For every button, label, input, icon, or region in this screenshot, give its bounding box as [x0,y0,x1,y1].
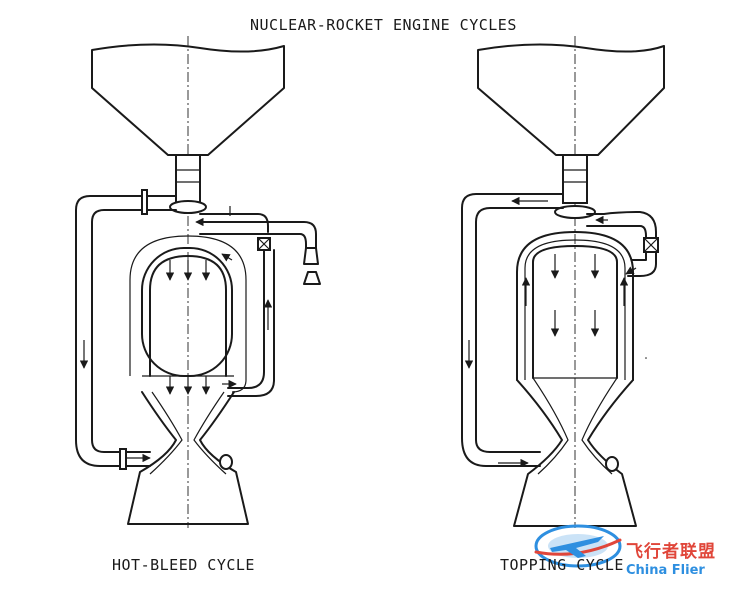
nozzle-left [127,391,249,525]
topping-cycle-caption: TOPPING CYCLE [500,556,624,574]
diagram-title: NUCLEAR-ROCKET ENGINE CYCLES [250,16,517,34]
propellant-tank-right [477,43,665,156]
china-flier-logo-icon [534,524,622,568]
reactor-core-right [516,231,634,381]
watermark-english-text: China Flier [626,563,705,578]
topping-engine [461,36,665,528]
turbine-exhaust-nozzle-left [303,247,321,285]
turbopump-left [175,154,201,208]
watermark-text: 飞行者联盟 China Flier [626,537,716,578]
hot-bleed-engine [75,36,321,528]
turbopump-right [562,154,588,204]
outer-feed-line-right [461,193,564,467]
turbine-drive-duct-right [586,211,657,277]
watermark-chinese-text: 飞行者联盟 [626,542,716,562]
propellant-tank-left [91,43,285,156]
hot-bleed-cycle-caption: HOT-BLEED CYCLE [112,556,255,574]
bleed-duct-left [199,221,317,249]
outer-feed-line-left [75,195,177,467]
